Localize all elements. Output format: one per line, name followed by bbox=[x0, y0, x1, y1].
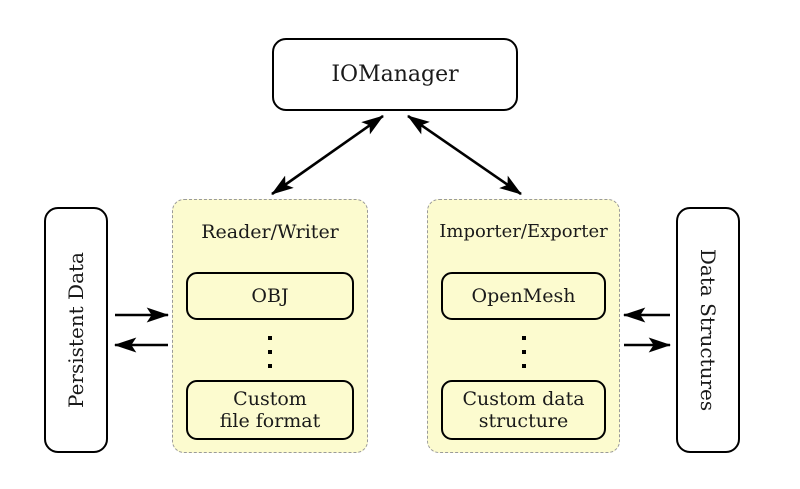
group-reader-writer: Reader/Writer OBJ Custom file format bbox=[172, 199, 368, 453]
node-custom-file-format[interactable]: Custom file format bbox=[186, 380, 354, 440]
node-custom-file-format-label: Custom file format bbox=[220, 388, 321, 433]
node-iomanager-label: IOManager bbox=[331, 62, 459, 87]
ellipsis-dot bbox=[521, 350, 526, 354]
node-obj[interactable]: OBJ bbox=[186, 272, 354, 320]
group-importer-exporter: Importer/Exporter OpenMesh Custom data s… bbox=[427, 199, 620, 453]
ellipsis-importer-exporter bbox=[428, 332, 619, 372]
node-custom-data-structure-label: Custom data structure bbox=[462, 388, 584, 433]
group-importer-exporter-title: Importer/Exporter bbox=[439, 221, 608, 242]
ellipsis-dot bbox=[521, 336, 526, 340]
ellipsis-dot bbox=[268, 350, 272, 354]
node-persistent-data-label: Persistent Data bbox=[64, 252, 88, 408]
arrow-manager-importerexporter bbox=[407, 114, 522, 196]
node-openmesh-label: OpenMesh bbox=[471, 284, 576, 307]
node-iomanager[interactable]: IOManager bbox=[272, 38, 518, 111]
arrow-manager-readerwriter bbox=[271, 114, 384, 196]
group-reader-writer-title: Reader/Writer bbox=[201, 221, 339, 243]
node-custom-file-format-line1: Custom bbox=[233, 387, 307, 410]
node-data-structures-label: Data Structures bbox=[696, 248, 720, 412]
node-custom-data-structure-line1: Custom data bbox=[462, 387, 585, 410]
node-openmesh[interactable]: OpenMesh bbox=[441, 272, 606, 320]
ellipsis-dot bbox=[521, 364, 526, 368]
node-obj-label: OBJ bbox=[251, 284, 289, 307]
node-persistent-data[interactable]: Persistent Data bbox=[44, 207, 108, 453]
node-custom-data-structure[interactable]: Custom data structure bbox=[441, 380, 606, 440]
ellipsis-reader-writer bbox=[173, 332, 367, 372]
node-custom-file-format-line2: file format bbox=[219, 410, 321, 432]
node-custom-data-structure-line2: structure bbox=[478, 410, 569, 432]
ellipsis-dot bbox=[268, 336, 272, 340]
ellipsis-dot bbox=[268, 364, 272, 368]
node-data-structures[interactable]: Data Structures bbox=[676, 207, 740, 453]
